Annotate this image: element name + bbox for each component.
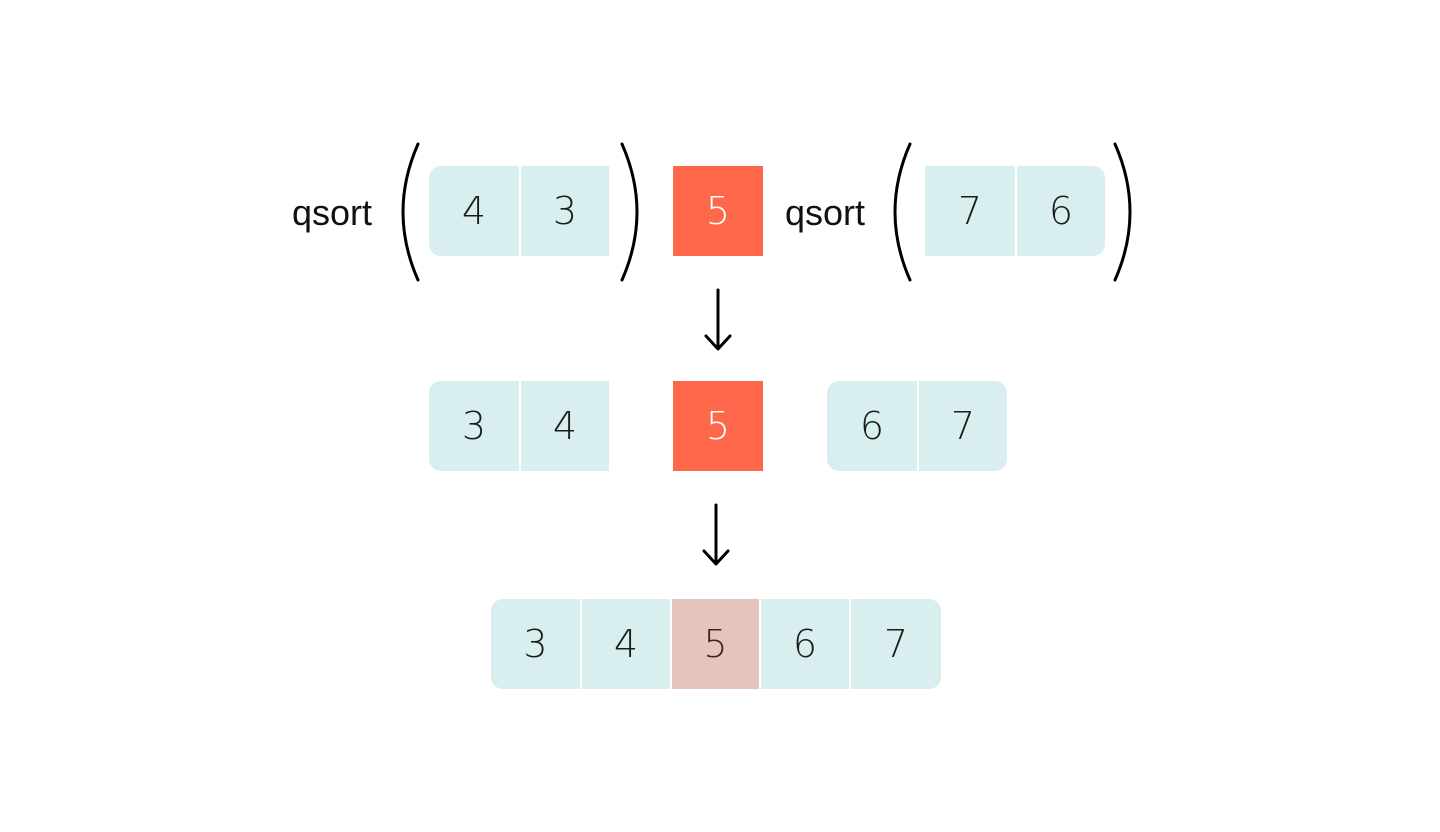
- open-paren-icon: [401, 142, 420, 282]
- row1-left-cell-2: 3: [521, 166, 609, 256]
- open-paren-icon: [893, 142, 912, 282]
- qsort-label-left: qsort: [292, 192, 373, 233]
- row2-left-cell-1: 3: [429, 381, 519, 471]
- down-arrow-icon: [704, 288, 732, 351]
- row2-right-cell-1: 6: [827, 381, 917, 471]
- row2-left-cell-2: 4: [521, 381, 609, 471]
- row1-left-cell-1: 4: [429, 166, 519, 256]
- row3-cell-4: 6: [761, 599, 849, 689]
- row3-cell-5: 7: [851, 599, 941, 689]
- row2-pivot-cell: 5: [673, 381, 763, 471]
- row1-right-cell-2: 6: [1017, 166, 1105, 256]
- row1-pivot-cell: 5: [673, 166, 763, 256]
- row3-cell-2: 4: [582, 599, 670, 689]
- row2-right-cell-2: 7: [919, 381, 1007, 471]
- close-paren-icon: [1113, 142, 1132, 282]
- close-paren-icon: [620, 142, 639, 282]
- row1-right-cell-1: 7: [925, 166, 1015, 256]
- row3-cell-1: 3: [491, 599, 580, 689]
- qsort-label-right: qsort: [785, 192, 866, 233]
- row3-cell-3-pivot: 5: [672, 599, 759, 689]
- down-arrow-icon: [702, 503, 730, 566]
